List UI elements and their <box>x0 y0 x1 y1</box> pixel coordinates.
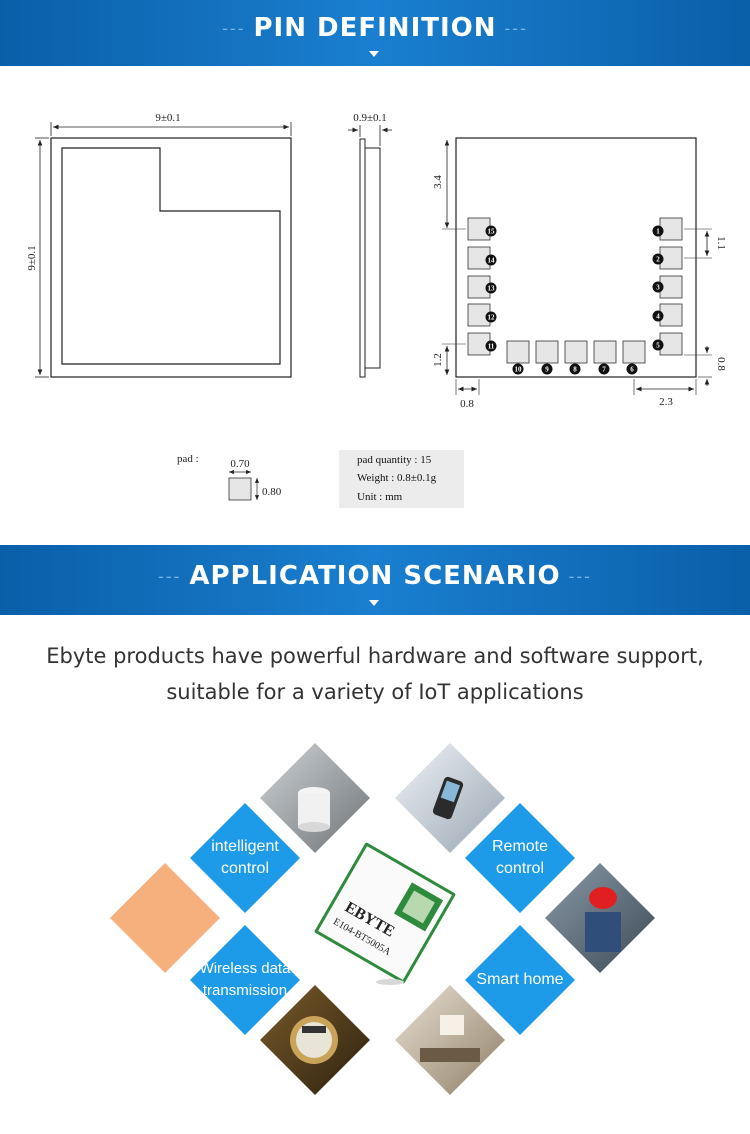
pin-3: 3 <box>656 284 660 292</box>
dim-0-8-right: 0.8 <box>715 357 727 371</box>
orange-diamond <box>110 863 220 973</box>
banner-dash-left: --- <box>158 567 182 586</box>
pin-definition-drawing: 9±0.1 9±0.1 0.9±0.1 <box>26 112 727 501</box>
pin-15: 15 <box>488 228 496 236</box>
banner-dash-right: --- <box>568 567 592 586</box>
side-view: 0.9±0.1 <box>348 112 392 378</box>
pin-10: 10 <box>515 366 523 374</box>
pin-definition-banner: --- PIN DEFINITION --- <box>0 0 750 66</box>
intelligent-control-label: intelligent control <box>211 838 279 877</box>
application-scenario-title: APPLICATION SCENARIO <box>189 561 561 591</box>
pin-2: 2 <box>656 256 660 264</box>
dim-1-1: 1.1 <box>715 236 727 250</box>
pin-7: 7 <box>602 366 606 374</box>
intro-line-2: suitable for a variety of IoT applicatio… <box>166 680 584 704</box>
caret-down-icon <box>369 600 379 606</box>
top-width-dim: 9±0.1 <box>155 112 180 124</box>
side-height-dim: 9±0.1 <box>26 245 38 270</box>
pad-info-box: pad quantity : 15 Weight : 0.8±0.1g Unit… <box>339 450 464 508</box>
smart-home-diamond <box>465 925 575 1035</box>
factory-worker-photo-diamond <box>545 863 655 973</box>
pad-width-dim: 0.70 <box>230 458 250 470</box>
intelligent-control-diamond <box>190 803 300 913</box>
pin-11: 11 <box>488 343 495 351</box>
thickness-dim: 0.9±0.1 <box>353 112 387 124</box>
pin-4: 4 <box>656 313 660 321</box>
pin-13: 13 <box>488 285 496 293</box>
intro-line-1: Ebyte products have powerful hardware an… <box>46 644 704 668</box>
pad-quantity-text: pad quantity : 15 <box>357 454 432 466</box>
caret-down-icon <box>369 51 379 57</box>
bottom-view: 15 14 13 12 11 1 2 3 4 5 10 9 8 7 6 3.4 … <box>432 137 727 410</box>
ebyte-module-image: EBYTE E104-BT5005A <box>314 842 456 984</box>
banner-dash-left: --- <box>222 19 246 38</box>
application-diamond-collage: EBYTE E104-BT5005A <box>110 743 655 1095</box>
pin-5: 5 <box>656 342 660 350</box>
application-scenario-banner: --- APPLICATION SCENARIO --- <box>0 545 750 615</box>
pin-definition-title: PIN DEFINITION <box>253 13 497 43</box>
dim-1-2: 1.2 <box>432 353 444 367</box>
wireless-data-label: Wireless data transmission <box>199 960 291 999</box>
living-room-photo-diamond <box>395 985 505 1095</box>
pin-9: 9 <box>545 366 549 374</box>
remote-control-label: Remote control <box>491 838 549 877</box>
handheld-terminal-photo-diamond <box>395 743 505 853</box>
water-meter-photo-diamond <box>260 985 370 1095</box>
wireless-data-diamond <box>190 925 300 1035</box>
pad-label: pad : <box>177 453 199 465</box>
pin-8: 8 <box>573 366 577 374</box>
speaker-photo-diamond <box>260 743 370 853</box>
pad-detail: pad : 0.70 0.80 <box>177 453 282 501</box>
remote-control-diamond <box>465 803 575 913</box>
pin-6: 6 <box>630 366 634 374</box>
weight-text: Weight : 0.8±0.1g <box>357 472 437 484</box>
smart-home-label: Smart home <box>476 971 564 988</box>
top-view: 9±0.1 9±0.1 <box>26 112 292 378</box>
pad-height-dim: 0.80 <box>262 486 282 498</box>
pin-1: 1 <box>656 228 660 236</box>
dim-3-4: 3.4 <box>432 175 444 189</box>
pin-12: 12 <box>488 314 496 322</box>
dim-0-8-bottom: 0.8 <box>460 398 474 410</box>
dim-2-3: 2.3 <box>659 396 673 408</box>
pin-14: 14 <box>488 257 496 265</box>
banner-dash-right: --- <box>504 19 528 38</box>
unit-text: Unit : mm <box>357 491 403 503</box>
